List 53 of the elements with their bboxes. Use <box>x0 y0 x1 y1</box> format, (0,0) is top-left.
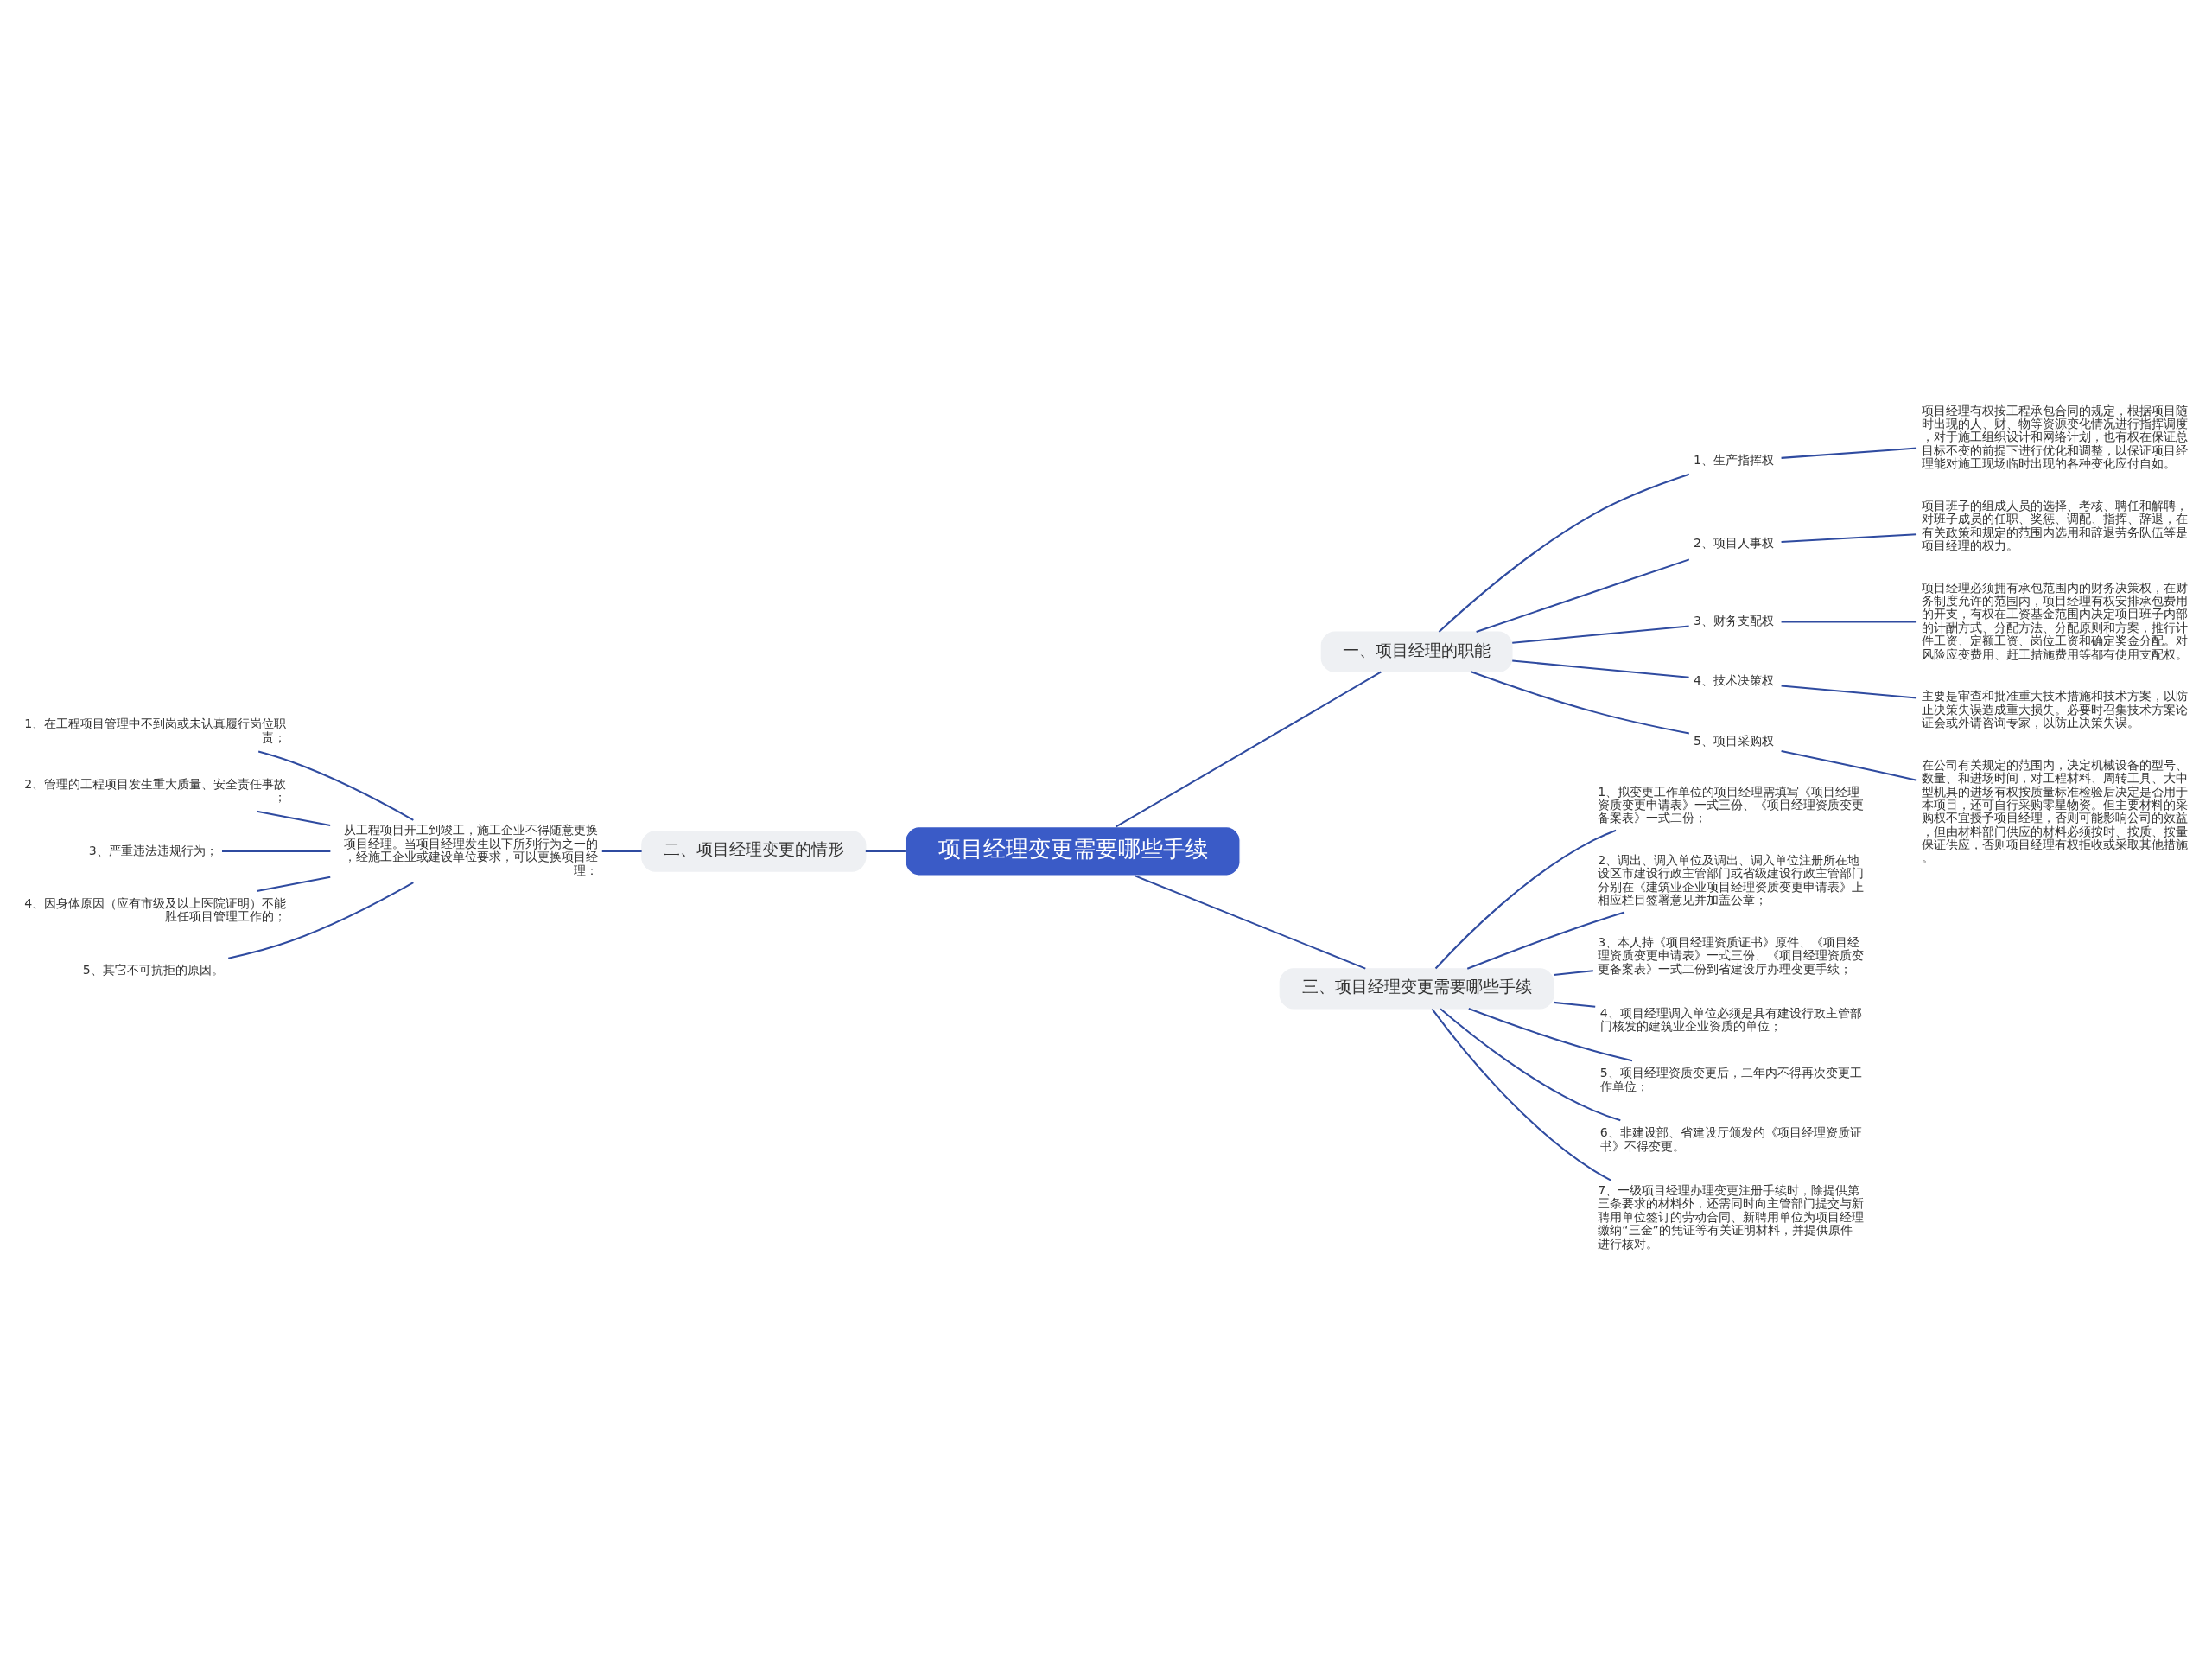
connector <box>257 750 414 821</box>
node-text: 4、技术决策权 <box>1694 673 1775 688</box>
connector <box>1115 671 1382 828</box>
connector <box>257 876 331 892</box>
node-text: 3、本人持《项目经理资质证书》原件、《项目经理资质变更申请表》一式三份、《项目经理资质变更备案表》一式二份到省建设厅办理变更手续； <box>1598 934 1865 976</box>
node-box: 项目经理变更需要哪些手续 <box>905 826 1241 876</box>
node-text: 4、因身体原因（应有市级及以上医院证明）不能胜任项目管理工作的； <box>24 896 287 924</box>
node-box: 三、项目经理变更需要哪些手续 <box>1279 968 1554 1010</box>
node-box: 一、项目经理的职能 <box>1320 631 1513 672</box>
node-text: 5、项目采购权 <box>1694 733 1775 748</box>
connector <box>1512 625 1689 644</box>
node-text: 5、其它不可抗拒的原因。 <box>82 962 224 977</box>
connector <box>1554 1001 1596 1008</box>
connector <box>1781 533 1917 543</box>
connector <box>1781 621 1917 623</box>
node-text: 项目经理有权按工程承包合同的规定，根据项目随时出现的人、财、物等资源变化情况进行指挥调度，对于施工组织设计和网络计划，也有权在保证总目标不变的前提下进行优化和调整，以保证项目经理能对施工现场临时出现的各种变化应付自如。 <box>1921 403 2188 471</box>
connector <box>257 810 331 827</box>
node-text: 7、一级项目经理办理变更注册手续时，除提供第三条要求的材料外，还需同时向主管部门提交与新聘用单位签订的劳动合同、新聘用单位为项目经理缴纳“三金”的凭证等有关证明材料，并提供原件进行核对。 <box>1598 1183 1865 1251</box>
node-box: 二、项目经理变更的情形 <box>641 831 867 872</box>
connector <box>1476 558 1690 633</box>
node-text: 在公司有关规定的范围内，决定机械设备的型号、数量、和进场时间，对工程材料、周转工具、大中型机具的进场有权按质量标准检验后决定是否用于本项目，还可自行采购零星物资。但主要材料的采购权不宜授予项目经理，否则可能影响公司的效益，但由材料部门供应的材料必须按时、按质、按量保证供应，否则项目经理有权拒收或采取其他措施。 <box>1921 757 2188 865</box>
connector <box>1781 685 1917 699</box>
node-text: 5、项目经理资质变更后，二年内不得再次变更工作单位； <box>1599 1066 1862 1093</box>
node-text: 从工程项目开工到竣工，施工企业不得随意更换项目经理。当项目经理发生以下所列行为之一的，经施工企业或建设单位要求，可以更换项目经理： <box>343 823 598 877</box>
node-text: 2、管理的工程项目发生重大质量、安全责任事故； <box>24 776 287 804</box>
connector <box>1781 749 1917 781</box>
node-text: 2、项目人事权 <box>1694 536 1775 551</box>
connector <box>1781 447 1917 459</box>
connector <box>1466 911 1625 970</box>
connector <box>222 850 331 852</box>
connector <box>1554 970 1593 976</box>
connector <box>1512 659 1689 678</box>
connector <box>228 882 414 959</box>
node-text: 6、非建设部、省建设厅颁发的《项目经理资质证书》不得变更。 <box>1599 1125 1862 1153</box>
node-text: 3、财务支配权 <box>1694 614 1775 628</box>
connector <box>1434 829 1617 970</box>
node-text: 2、调出、调入单位及调出、调入单位注册所在地设区市建设行政主管部门或省级建设行政主管部门分别在《建筑业企业项目经理资质变更申请表》上相应栏目签署意见并加盖公章； <box>1598 853 1865 908</box>
node-text: 4、项目经理调入单位必须是具有建设行政主管部门核发的建筑业企业资质的单位； <box>1599 1005 1862 1034</box>
node-text: 项目班子的组成人员的选择、考核、聘任和解聘，对班子成员的任职、奖惩、调配、指挥、辞退，在有关政策和规定的范围内选用和辞退劳务队伍等是项目经理的权力。 <box>1921 498 2188 552</box>
node-text: 1、拟变更工作单位的项目经理需填写《项目经理资质变更申请表》一式三份、《项目经理资质变更备案表》一式二份； <box>1598 784 1865 825</box>
connector <box>1440 1008 1621 1122</box>
connector <box>1438 473 1690 633</box>
node-text: 主要是审查和批准重大技术措施和技术方案，以防止决策失误造成重大损失。必要时召集技术方案论证会或外请咨询专家，以防止决策失误。 <box>1921 689 2188 730</box>
node-text: 3、严重违法违规行为； <box>88 843 218 857</box>
connector <box>865 850 906 852</box>
connector <box>1471 671 1690 735</box>
node-text: 项目经理必须拥有承包范围内的财务决策权，在财务制度允许的范围内，项目经理有权安排承包费用的开支，有权在工资基金范围内决定项目班子内部的计酬方式、分配方法、分配原则和方案，推行计件工资、定额工资、岗位工资和确定奖金分配。对风险应变费用、赶工措施费用等都有使用支配权。 <box>1921 580 2188 661</box>
connector <box>601 850 642 852</box>
connector <box>1134 875 1366 970</box>
node-text: 1、生产指挥权 <box>1694 453 1775 468</box>
node-text: 1、在工程项目管理中不到岗或未认真履行岗位职责； <box>24 717 287 744</box>
connector <box>1431 1008 1611 1181</box>
connector <box>1468 1008 1633 1062</box>
